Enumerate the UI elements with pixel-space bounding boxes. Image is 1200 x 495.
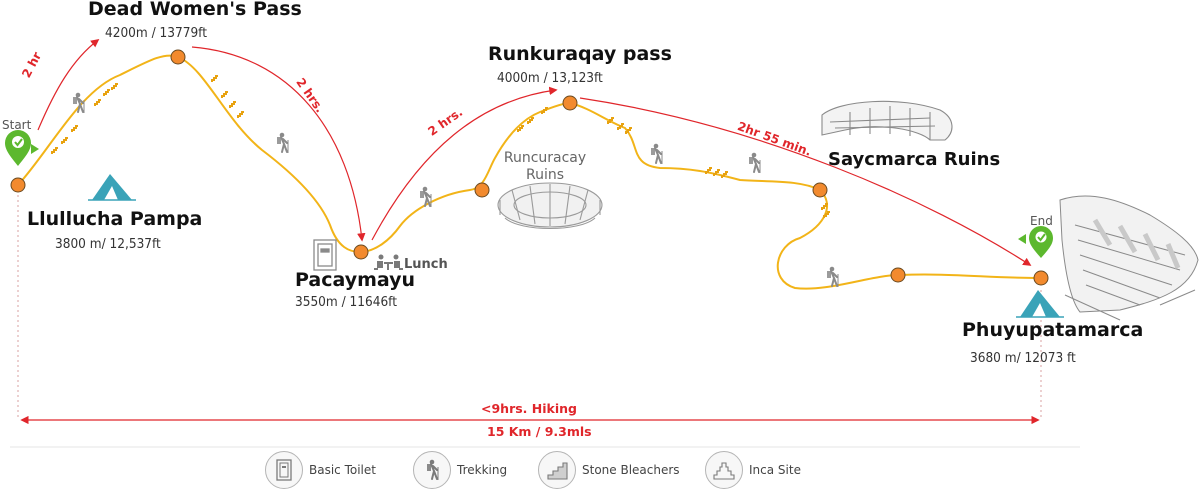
legend-label-trekking: Trekking [457,463,508,477]
legend-label-stone-bleachers: Stone Bleachers [582,463,680,477]
toilet-icon [313,239,337,271]
pyramid-icon [705,451,743,489]
legend-label-toilet: Basic Toilet [309,463,376,477]
waypoints [10,49,1049,286]
end-label: End [1030,214,1053,228]
pass-name-runkuraqay: Runkuraqay pass [488,43,672,65]
ruins-name-saycmarca: Saycmarca Ruins [828,149,1001,170]
ruins-name-runcuracay: Runcuracay Ruins [503,150,587,183]
start-label: Start [2,118,32,132]
stop-elevation-pacaymayu: 3550m / 11646ft [295,294,397,310]
camp-tent-icon [88,174,136,201]
lunch-label: Lunch [404,257,448,272]
camp-name-llullucha: Llullucha Pampa [27,208,203,230]
camp-elevation-phuyupatamarca: 3680 m/ 12073 ft [970,350,1076,366]
stairs-icon [538,451,576,489]
trail-path [17,54,1041,290]
camp-elevation-llullucha: 3800 m/ 12,537ft [55,236,161,252]
pass-name-dead-womens: Dead Women's Pass [88,0,302,20]
pass-elevation-dead-womens: 4200m / 13779ft [105,25,207,41]
start-pin-icon [5,130,39,166]
camp-tent-icon-end [1016,290,1064,318]
total-distance: 15 Km / 9.3mls [487,424,592,439]
lunch-icon [374,254,403,270]
total-duration: <9hrs. Hiking [481,401,577,416]
legend-label-inca-site: Inca Site [749,463,801,477]
time-arrows [20,38,1040,425]
pass-elevation-runkuraqay: 4000m / 13,123ft [497,70,603,86]
stop-name-pacaymayu: Pacaymayu [295,269,416,291]
runcuracay-ruins-icon [497,182,603,229]
end-pin-icon [1018,226,1053,258]
saycmarca-ruins-icon [821,100,953,141]
camp-name-phuyupatamarca: Phuyupatamarca [962,319,1144,341]
phuyupatamarca-terraces-icon [1059,195,1199,321]
hiker-icon [413,451,451,489]
toilet-icon [265,451,303,489]
